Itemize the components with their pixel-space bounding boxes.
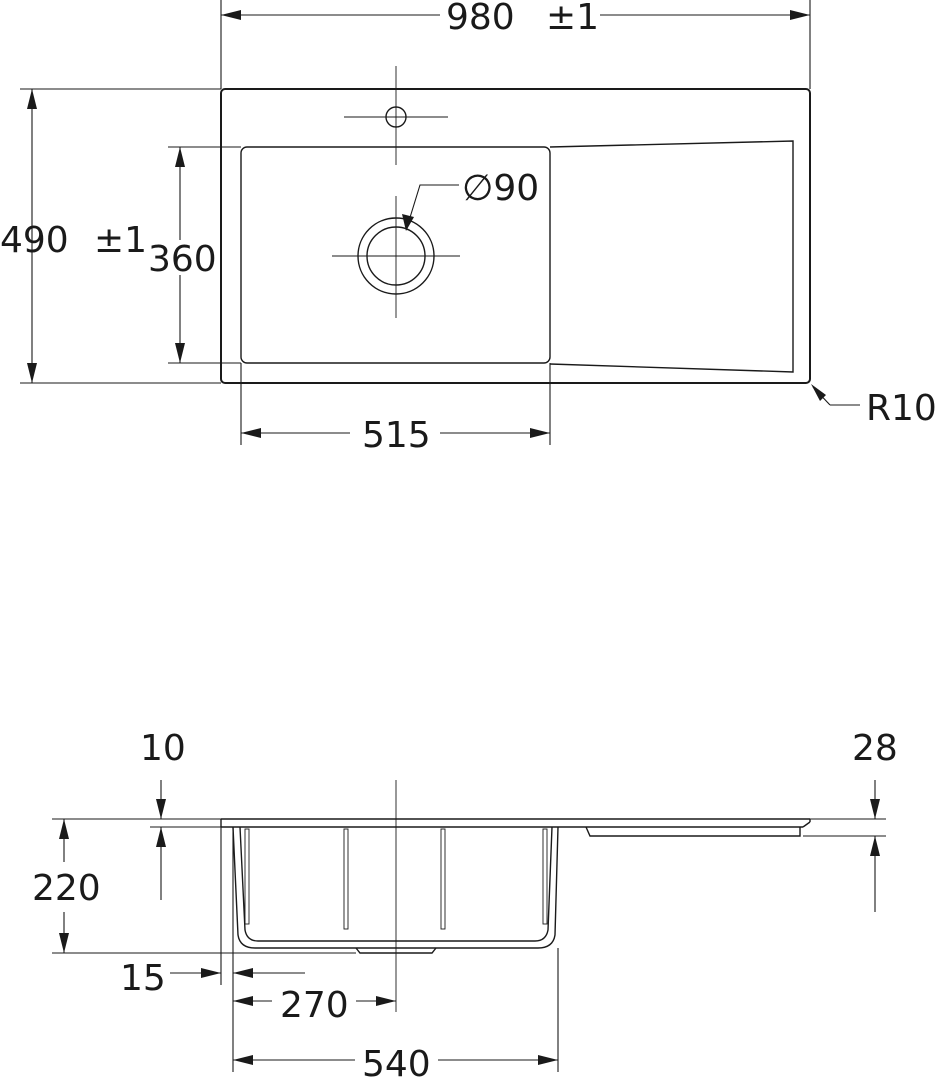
bowl-outline [240,146,551,364]
dim-360: 360 [148,239,217,280]
dim-270: 270 [280,985,349,1026]
dim-28: 28 [852,728,898,769]
dim-220: 220 [32,868,101,909]
tol-980: ±1 [546,0,599,38]
bowl-section-outer [232,826,559,949]
dim-15: 15 [120,958,166,999]
sink-outline [220,88,811,384]
dim-540: 540 [362,1044,431,1080]
dim-980: 980 [446,0,515,38]
dim-515: 515 [362,415,431,456]
dim-10: 10 [140,728,186,769]
ribs [244,828,548,930]
corner-radius-label: R10 [866,388,936,429]
dim-490: 490 [0,220,69,261]
top-view: 980 ±1 490 ±1 360 515 ∅90 R10 [0,0,936,456]
drain-diameter-label: ∅90 [462,168,539,209]
side-view: 10 28 220 15 270 540 [32,728,898,1080]
tol-490: ±1 [94,220,147,261]
drainboard-outline [549,140,794,373]
bowl-section-inner [239,826,553,942]
